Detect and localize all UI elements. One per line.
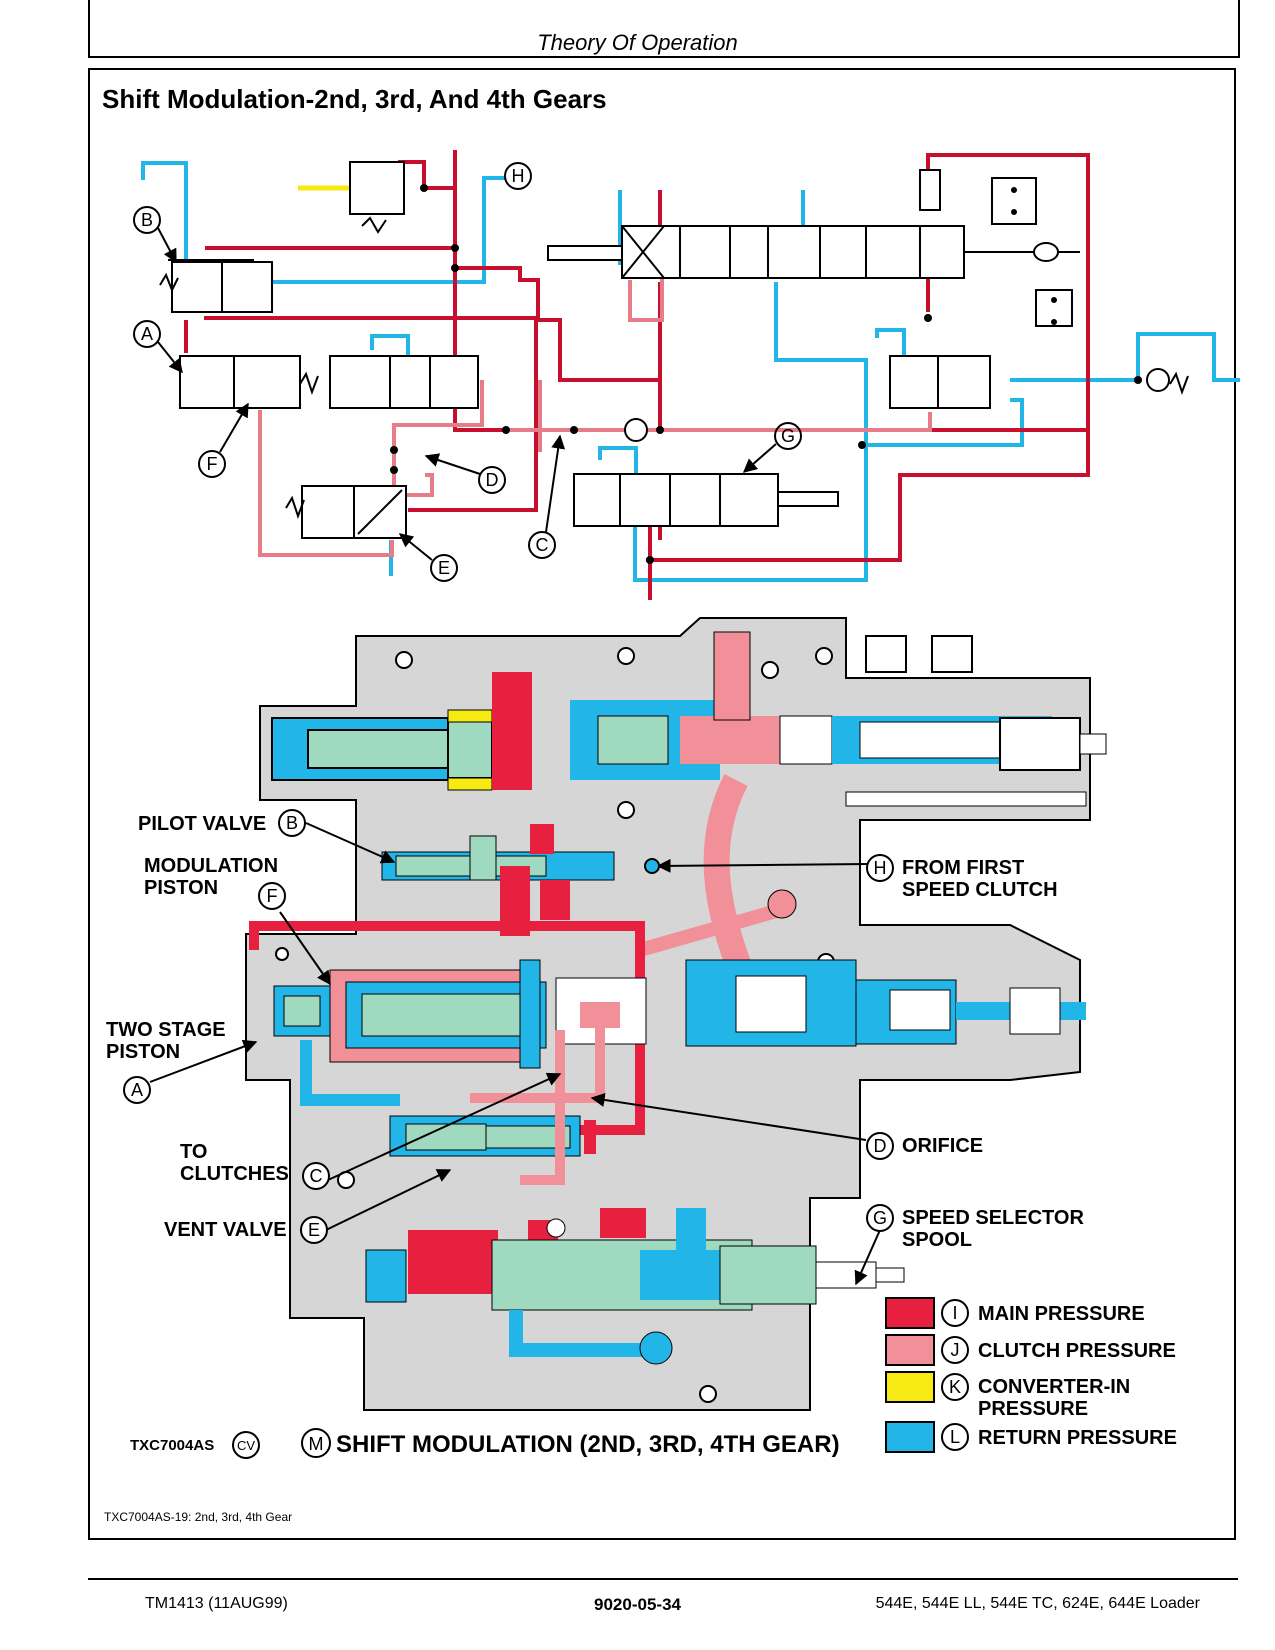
label-pilot-valve: PILOT VALVE [138, 813, 266, 835]
legend-text-converter-2: PRESSURE [978, 1398, 1088, 1420]
legend-letter-return: L [950, 1427, 960, 1447]
legend-letter-converter: K [949, 1377, 961, 1397]
legend-letter-main: I [952, 1303, 957, 1323]
cutaway-labels: PILOT VALVE B MODULATION PISTON F TWO ST… [106, 809, 1084, 1251]
callout-E: E [438, 558, 450, 578]
clutch-lines [258, 278, 932, 557]
callout-D: D [486, 470, 499, 490]
callout-B: B [141, 210, 153, 230]
footer-doc-id: TM1413 (11AUG99) [145, 1595, 288, 1612]
callout-H: H [512, 166, 525, 186]
main-label-letter: M [309, 1434, 324, 1454]
label-first-speed-letter: H [874, 858, 887, 878]
label-speed-selector-1: SPEED SELECTOR [902, 1207, 1084, 1229]
legend-swatch-main [885, 1297, 935, 1329]
legend-letter-clutch: J [951, 1340, 960, 1360]
figure-caption: TXC7004AS-19: 2nd, 3rd, 4th Gear [104, 1510, 293, 1524]
image-tag: CV [237, 1438, 255, 1453]
label-to-clutches-letter: C [310, 1166, 323, 1186]
label-vent-valve: VENT VALVE [164, 1219, 287, 1241]
cutaway-leaders [149, 822, 881, 1286]
schematic-callout-letters: B A C D E F G H [141, 166, 795, 578]
schematic [141, 150, 1240, 600]
legend-text-clutch: CLUTCH PRESSURE [978, 1340, 1176, 1362]
main-label: SHIFT MODULATION (2ND, 3RD, 4TH GEAR) [336, 1431, 840, 1458]
label-two-stage-piston-letter: A [131, 1080, 143, 1100]
label-first-speed-1: FROM FIRST [902, 857, 1024, 879]
header-frame [88, 0, 1240, 58]
valve-cutaway [245, 617, 1107, 1411]
label-speed-selector-2: SPOOL [902, 1229, 972, 1251]
label-to-clutches-2: CLUTCHES [180, 1163, 289, 1185]
label-speed-selector-letter: G [873, 1208, 887, 1228]
label-modulation-piston-1: MODULATION [144, 855, 278, 877]
label-orifice: ORIFICE [902, 1135, 983, 1157]
label-two-stage-piston-1: TWO STAGE [106, 1019, 226, 1041]
label-orifice-letter: D [874, 1136, 887, 1156]
figure-footer-labels: TXC7004AS CV M SHIFT MODULATION (2ND, 3R… [130, 1428, 840, 1459]
label-two-stage-piston-2: PISTON [106, 1041, 180, 1063]
label-pilot-valve-letter: B [286, 813, 298, 833]
callout-F: F [207, 454, 218, 474]
legend-text-converter-1: CONVERTER-IN [978, 1376, 1130, 1398]
section-title: Theory Of Operation [537, 30, 738, 55]
valve-housing [245, 617, 1091, 1411]
callout-C: C [536, 535, 549, 555]
figure-frame: Shift Modulation-2nd, 3rd, And 4th Gears… [88, 68, 1236, 1540]
main-lines [184, 150, 1090, 600]
label-to-clutches-1: TO [180, 1141, 207, 1163]
label-vent-valve-letter: E [308, 1220, 320, 1240]
legend: I MAIN PRESSURE J CLUTCH PRESSURE K CONV… [885, 1297, 1177, 1453]
footer-models: 544E, 544E LL, 544E TC, 624E, 644E Loade… [875, 1595, 1200, 1612]
callout-G: G [781, 426, 795, 446]
legend-text-return: RETURN PRESSURE [978, 1427, 1177, 1449]
callout-A: A [141, 324, 153, 344]
footer-rule [88, 1578, 1238, 1580]
label-first-speed-2: SPEED CLUTCH [902, 879, 1058, 901]
figure-title: Shift Modulation-2nd, 3rd, And 4th Gears [102, 84, 607, 114]
image-id: TXC7004AS [130, 1437, 214, 1454]
schematic-callouts [133, 162, 802, 582]
legend-swatch-clutch [885, 1334, 935, 1366]
footer-page-number: 9020-05-34 [594, 1595, 681, 1614]
legend-swatch-converter [885, 1371, 935, 1403]
legend-text-main: MAIN PRESSURE [978, 1303, 1145, 1325]
label-modulation-piston-letter: F [267, 886, 278, 906]
label-modulation-piston-2: PISTON [144, 877, 218, 899]
legend-swatch-return [885, 1421, 935, 1453]
